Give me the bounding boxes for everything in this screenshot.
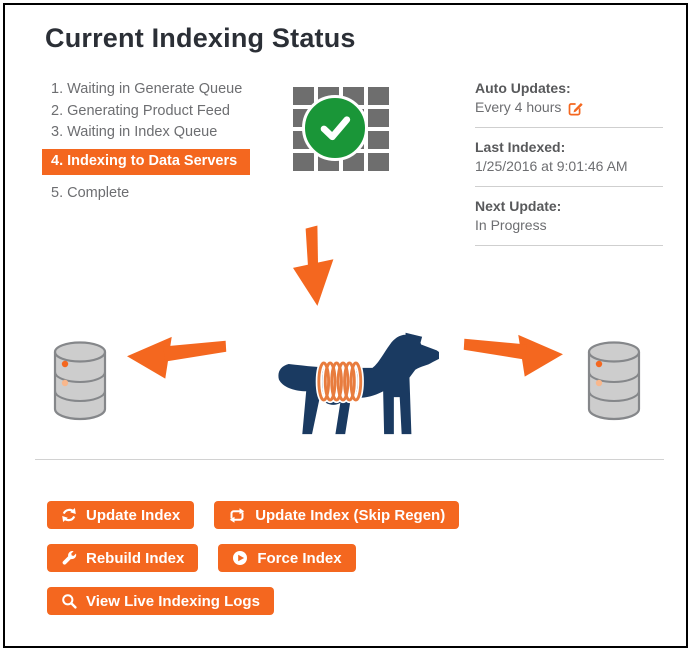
indexing-steps-list: 1. Waiting in Generate Queue 2. Generati… [42, 79, 251, 204]
success-check-icon [302, 95, 368, 161]
arrow-left-icon [127, 336, 227, 379]
rebuild-index-label: Rebuild Index [86, 549, 185, 567]
last-indexed-value: 1/25/2016 at 9:01:46 AM [475, 158, 628, 174]
rebuild-index-button[interactable]: Rebuild Index [47, 544, 199, 572]
step-generating-product-feed: 2. Generating Product Feed [51, 102, 230, 119]
database-cylinder-right-icon [587, 341, 641, 421]
status-divider [475, 245, 663, 246]
arrow-down-icon [292, 225, 334, 306]
step-complete: 5. Complete [51, 184, 130, 201]
update-index-skip-regen-button[interactable]: Update Index (Skip Regen) [214, 501, 460, 529]
step-waiting-in-generate-queue: 1. Waiting in Generate Queue [51, 81, 243, 97]
next-update-label: Next Update: [475, 198, 562, 214]
view-live-indexing-logs-label: View Live Indexing Logs [86, 592, 260, 610]
action-buttons: Update Index Update Index (Skip Regen) R… [47, 501, 460, 630]
step-waiting-in-index-queue: 3. Waiting in Index Queue [51, 124, 218, 140]
next-update-block: Next Update: In Progress [475, 197, 663, 235]
update-index-button[interactable]: Update Index [47, 501, 195, 529]
step-indexing-to-data-servers-active: 4. Indexing to Data Servers [42, 148, 251, 175]
status-divider [475, 186, 663, 187]
status-panel: Auto Updates: Every 4 hours Last Indexed… [475, 79, 663, 256]
auto-updates-label: Auto Updates: [475, 80, 571, 96]
update-index-skip-regen-label: Update Index (Skip Regen) [255, 506, 446, 524]
next-update-value: In Progress [475, 217, 547, 233]
search-icon [62, 594, 77, 609]
arrow-right-icon [463, 334, 563, 377]
wrench-icon [62, 551, 77, 565]
auto-updates-block: Auto Updates: Every 4 hours [475, 79, 663, 117]
play-circle-icon [233, 551, 248, 565]
update-index-label: Update Index [86, 506, 181, 524]
refresh-icon [62, 508, 76, 522]
auto-updates-value: Every 4 hours [475, 99, 562, 115]
repeat-icon [229, 507, 245, 523]
dog-with-spring-logo [278, 332, 439, 435]
force-index-button[interactable]: Force Index [218, 544, 356, 572]
indexing-status-panel: Current Indexing Status 1. Waiting in Ge… [3, 3, 688, 648]
status-divider [475, 127, 663, 128]
database-cylinder-left-icon [53, 341, 107, 421]
last-indexed-label: Last Indexed: [475, 139, 566, 155]
section-divider [35, 459, 664, 460]
edit-auto-updates-icon[interactable] [568, 100, 584, 116]
force-index-label: Force Index [257, 549, 342, 567]
last-indexed-block: Last Indexed: 1/25/2016 at 9:01:46 AM [475, 138, 663, 176]
page-title: Current Indexing Status [45, 23, 356, 53]
index-grid-graphic [293, 87, 389, 171]
view-live-indexing-logs-button[interactable]: View Live Indexing Logs [47, 587, 274, 615]
